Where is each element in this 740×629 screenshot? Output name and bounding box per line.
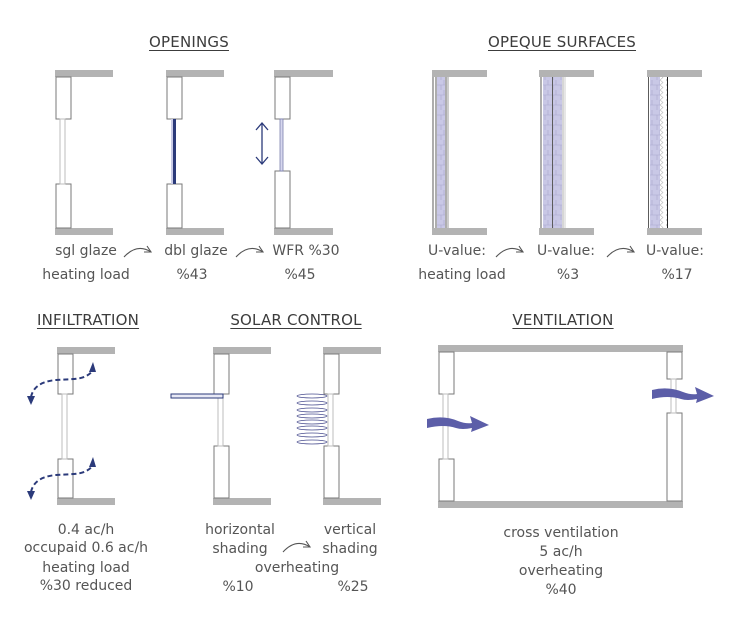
opaque-label-heating-load: heating load (418, 267, 506, 283)
solar-label-vertical-shading: shading (322, 541, 378, 557)
opaque-value-3: %17 (661, 267, 693, 283)
ventilation-line-2: 5 ac/h (539, 544, 583, 560)
infiltration-section (57, 347, 115, 505)
opaque-value-2: %3 (556, 267, 580, 283)
solar-value-vertical: %25 (337, 579, 369, 595)
openings-value-wfr: %45 (284, 267, 316, 283)
vertical-shading-section (323, 347, 381, 505)
openings-label-dbl-glaze: dbl glaze (164, 243, 228, 259)
curved-arrow-icon (123, 245, 153, 258)
vertical-fins-icon (296, 393, 328, 445)
openings-label-heating-load: heating load (42, 267, 130, 283)
openings-title: OPENINGS (149, 33, 229, 51)
ventilation-title: VENTILATION (512, 311, 614, 329)
infiltration-line-1: 0.4 ac/h (57, 522, 115, 538)
wall-section-3 (647, 70, 702, 235)
solar-value-horizontal: %10 (222, 579, 254, 595)
infiltration-line-3: heating load (42, 560, 130, 576)
solar-label-horizontal: horizontal (205, 522, 275, 538)
curved-arrow-icon (235, 245, 265, 258)
cross-ventilation-section (438, 345, 683, 508)
wall-section-2 (539, 70, 594, 235)
curved-arrow-icon (606, 245, 636, 258)
solar-label-vertical: vertical (323, 522, 377, 538)
solar-label-overheating: overheating (254, 560, 340, 576)
openings-label-sgl-glaze: sgl glaze (55, 243, 117, 259)
curved-arrow-icon (495, 245, 525, 258)
horizontal-shading-section (170, 347, 271, 505)
airflow-in-arrow-icon (427, 416, 489, 432)
solar-control-title: SOLAR CONTROL (230, 311, 362, 329)
opaque-label-uvalue-3: U-value: (646, 243, 704, 259)
airflow-out-arrow-icon (652, 387, 714, 403)
infiltration-line-2: occupaid 0.6 ac/h (23, 540, 149, 556)
ventilation-line-1: cross ventilation (503, 525, 619, 541)
single-glaze-section (55, 70, 113, 235)
ventilation-line-3: overheating (518, 563, 604, 579)
ventilation-line-4: %40 (545, 582, 577, 598)
curved-arrow-icon (282, 540, 312, 553)
opaque-label-uvalue-1: U-value: (428, 243, 486, 259)
opaque-label-uvalue-2: U-value: (537, 243, 595, 259)
openings-value-dbl: %43 (176, 267, 208, 283)
infiltration-line-4: %30 reduced (39, 578, 133, 594)
wall-section-1 (432, 70, 487, 235)
double-arrow-icon (255, 122, 269, 165)
infiltration-airflow-icon (27, 362, 96, 500)
opaque-surfaces-title: OPEQUE SURFACES (487, 33, 637, 51)
wfr-section (274, 70, 333, 235)
infiltration-title: INFILTRATION (36, 311, 140, 329)
double-glaze-section (166, 70, 224, 235)
openings-label-wfr: WFR %30 (272, 243, 340, 259)
solar-label-horizontal-shading: shading (212, 541, 268, 557)
